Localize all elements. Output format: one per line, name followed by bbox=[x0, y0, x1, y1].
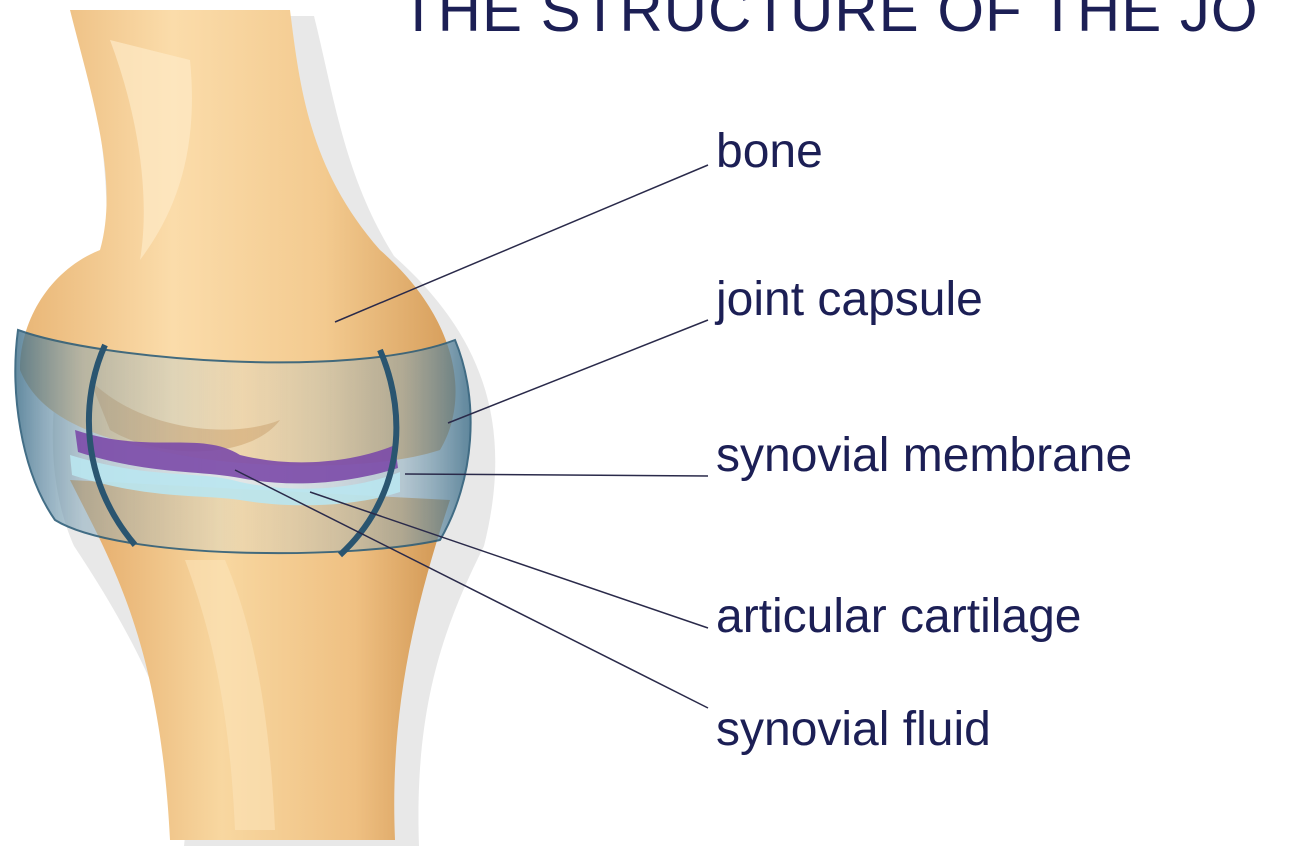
label-synovial-fluid: synovial fluid bbox=[716, 706, 991, 754]
label-bone: bone bbox=[716, 128, 823, 176]
label-synovial-membrane: synovial membrane bbox=[716, 432, 1132, 480]
label-joint-capsule: joint capsule bbox=[716, 276, 983, 324]
leader-line-joint-capsule bbox=[448, 320, 708, 423]
leader-line-bone bbox=[335, 165, 708, 322]
label-articular-cartilage: articular cartilage bbox=[716, 593, 1081, 641]
